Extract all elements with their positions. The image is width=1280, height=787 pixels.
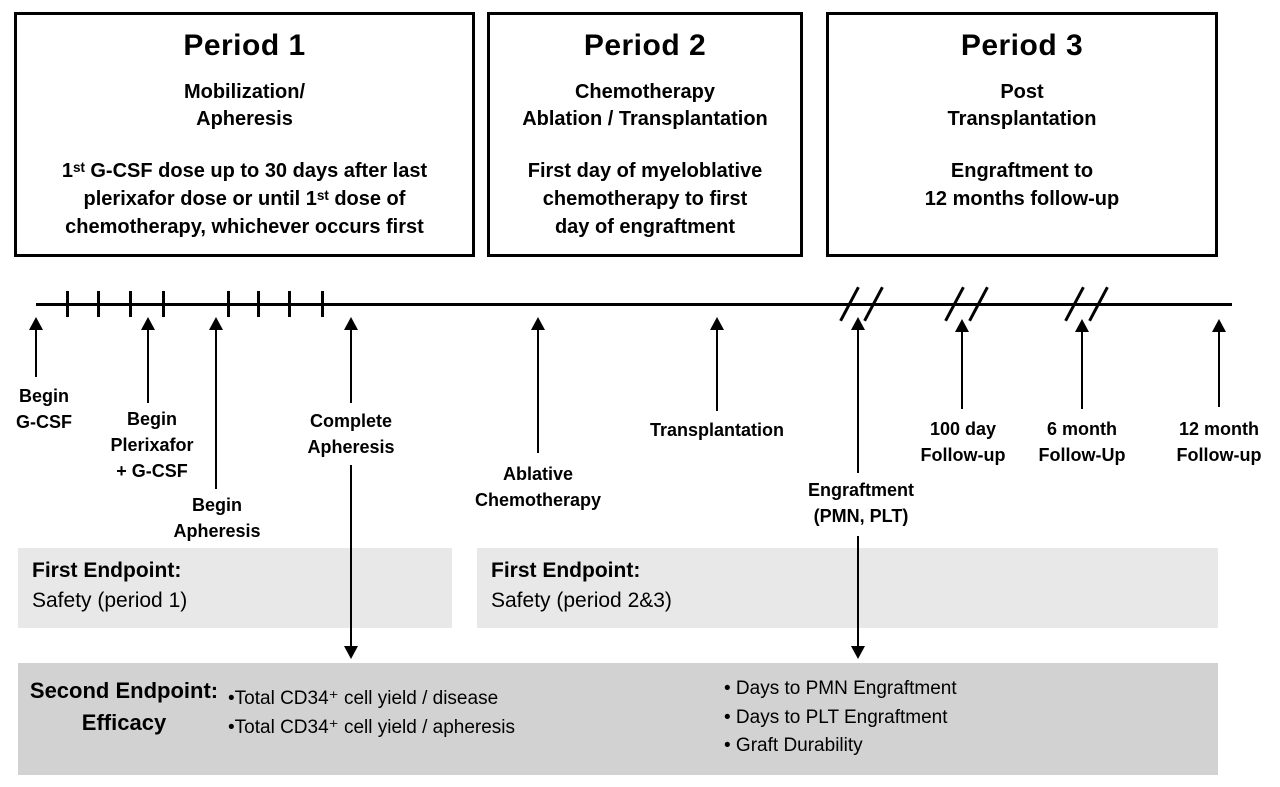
period-3-box: Period 3 Post Transplantation Engraftmen… xyxy=(826,12,1218,257)
period-1-box: Period 1 Mobilization/ Apheresis 1ˢᵗ G-C… xyxy=(14,12,475,257)
event-label-100day-followup: 100 day Follow-up xyxy=(920,419,1006,466)
period-2-title: Period 2 xyxy=(583,29,707,62)
tick-mark xyxy=(97,291,100,317)
arrow-up-icon xyxy=(851,317,865,330)
tick-mark xyxy=(66,291,69,317)
period-3-description: Engraftment to 12 months follow-up xyxy=(924,160,1120,210)
event-label-ablative-chemo: Ablative Chemotherapy xyxy=(474,464,602,511)
second-endpoint-title: Second Endpoint: xyxy=(29,678,219,703)
tick-mark xyxy=(129,291,132,317)
followup-12month-arrow xyxy=(1211,319,1227,407)
engraftment-arrow-down xyxy=(850,536,866,659)
period-2-box: Period 2 Chemotherapy Ablation / Transpl… xyxy=(487,12,803,257)
event-label-complete-apheresis: Complete Apheresis xyxy=(307,411,395,458)
event-label-12month-followup: 12 month Follow-up xyxy=(1176,419,1262,466)
event-label-begin-gcsf: Begin G-CSF xyxy=(16,386,72,433)
first-endpoint-period1-title: First Endpoint: xyxy=(32,559,182,582)
arrow-up-icon xyxy=(141,317,155,330)
period-2-description: First day of myeloblative chemotherapy t… xyxy=(527,160,763,238)
arrow-up-icon xyxy=(29,317,43,330)
arrow-up-icon xyxy=(1212,319,1226,332)
second-endpoint-bar: Second Endpoint: Efficacy •Total CD34⁺ c… xyxy=(18,663,1218,775)
tick-mark xyxy=(227,291,230,317)
efficacy-bullet-item: •Total CD34⁺ cell yield / disease xyxy=(228,688,499,709)
arrow-up-icon xyxy=(344,317,358,330)
engraftment-arrow-up xyxy=(850,317,866,473)
complete-apheresis-arrow-up xyxy=(343,317,359,403)
first-endpoint-period23-subtitle: Safety (period 2&3) xyxy=(491,589,672,613)
event-label-transplantation: Transplantation xyxy=(649,420,784,440)
engraftment-bullet-item: • Days to PLT Engraftment xyxy=(724,706,948,728)
engraftment-bullet-list: • Days to PMN Engraftment • Days to PLT … xyxy=(724,675,957,761)
period-3-title: Period 3 xyxy=(960,29,1084,62)
begin-gcsf-arrow xyxy=(28,317,44,377)
period-3-subtitle: Post Transplantation xyxy=(947,81,1097,130)
arrow-up-icon xyxy=(955,319,969,332)
begin-apheresis-arrow xyxy=(208,317,224,489)
arrow-up-icon xyxy=(531,317,545,330)
event-label-begin-plerixafor: Begin Plerixafor + G-CSF xyxy=(110,409,194,482)
tick-mark xyxy=(321,291,324,317)
period-2-subtitle: Chemotherapy Ablation / Transplantation xyxy=(522,81,768,130)
followup-6month-arrow xyxy=(1074,319,1090,409)
period-1-title: Period 1 xyxy=(183,29,306,62)
arrow-down-icon xyxy=(344,646,358,659)
begin-plerixafor-arrow xyxy=(140,317,156,403)
efficacy-bullet-list: •Total CD34⁺ cell yield / disease •Total… xyxy=(228,685,515,742)
complete-apheresis-arrow-down xyxy=(343,465,359,659)
first-endpoint-period1-subtitle: Safety (period 1) xyxy=(32,589,188,613)
transplantation-arrow xyxy=(709,317,725,411)
engraftment-bullet-item: • Graft Durability xyxy=(724,735,863,756)
event-label-begin-apheresis: Begin Apheresis xyxy=(173,495,261,542)
period-1-subtitle: Mobilization/ Apheresis xyxy=(183,81,306,130)
first-endpoint-period23-bar: First Endpoint: Safety (period 2&3) xyxy=(477,548,1218,628)
efficacy-bullet-item: •Total CD34⁺ cell yield / apheresis xyxy=(228,716,516,738)
timeline-axis xyxy=(36,303,1232,306)
tick-mark xyxy=(162,291,165,317)
event-label-engraftment: Engraftment (PMN, PLT) xyxy=(807,480,914,527)
tick-mark xyxy=(288,291,291,317)
ablative-chemo-arrow xyxy=(530,317,546,453)
engraftment-bullet-item: • Days to PMN Engraftment xyxy=(724,678,957,699)
arrow-up-icon xyxy=(209,317,223,330)
event-label-6month-followup: 6 month Follow-Up xyxy=(1038,419,1126,466)
period-1-description: 1ˢᵗ G-CSF dose up to 30 days after last … xyxy=(61,160,428,238)
arrow-up-icon xyxy=(1075,319,1089,332)
followup-100day-arrow xyxy=(954,319,970,409)
first-endpoint-period23-title: First Endpoint: xyxy=(491,559,641,582)
second-endpoint-subtitle: Efficacy xyxy=(81,709,167,735)
second-endpoint-heading: Second Endpoint: Efficacy xyxy=(28,675,220,739)
arrow-up-icon xyxy=(710,317,724,330)
tick-mark xyxy=(257,291,260,317)
first-endpoint-period1-bar: First Endpoint: Safety (period 1) xyxy=(18,548,452,628)
arrow-down-icon xyxy=(851,646,865,659)
